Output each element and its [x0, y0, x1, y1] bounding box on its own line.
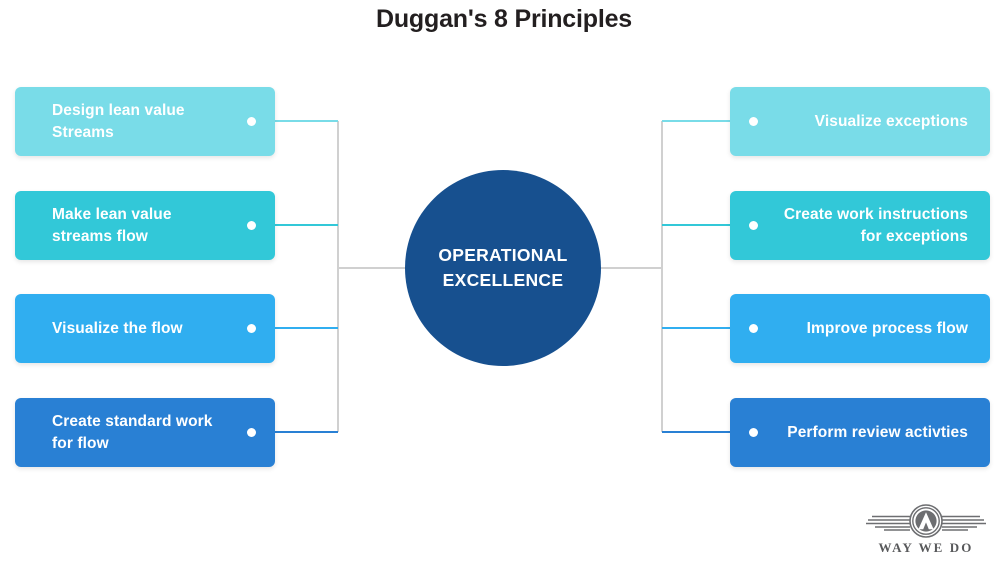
principle-box-left-1[interactable]: Design lean value Streams [15, 87, 275, 156]
connector-dot-icon [749, 428, 758, 437]
principle-label: Perform review activties [787, 423, 968, 441]
connector-dot-icon [749, 221, 758, 230]
principle-box-right-4[interactable]: Perform review activties [730, 398, 990, 467]
connector-dot-icon [749, 324, 758, 333]
brand-logo: WAY WE DO [862, 504, 990, 556]
connector-dot-icon [247, 428, 256, 437]
page-title: Duggan's 8 Principles [376, 5, 632, 33]
principle-box-left-3[interactable]: Visualize the flow [15, 294, 275, 363]
principle-label: Create work instructions for exceptions [783, 206, 968, 245]
principle-box-right-2[interactable]: Create work instructions for exceptions [730, 191, 990, 260]
connector-dot-icon [247, 324, 256, 333]
connector-dot-icon [247, 117, 256, 126]
principle-box-right-3[interactable]: Improve process flow [730, 294, 990, 363]
principle-label: Make lean value streams flow [52, 206, 172, 245]
principle-label: Visualize exceptions [814, 112, 968, 130]
principle-box-left-4[interactable]: Create standard work for flow [15, 398, 275, 467]
principle-box-right-1[interactable]: Visualize exceptions [730, 87, 990, 156]
connector-dot-icon [247, 221, 256, 230]
center-node-label: OPERATIONAL EXCELLENCE [428, 243, 578, 294]
logo-wordmark: WAY WE DO [878, 540, 974, 555]
center-node-label-line1: OPERATIONAL [438, 244, 568, 265]
center-node-label-line2: EXCELLENCE [442, 270, 564, 290]
principle-label: Improve process flow [806, 319, 968, 337]
principle-label: Design lean value Streams [52, 102, 185, 141]
center-node-operational-excellence[interactable]: OPERATIONAL EXCELLENCE [405, 170, 601, 366]
principle-label: Create standard work for flow [52, 413, 213, 452]
principle-label: Visualize the flow [52, 319, 183, 337]
principle-box-left-2[interactable]: Make lean value streams flow [15, 191, 275, 260]
connector-dot-icon [749, 117, 758, 126]
winged-circle-emblem-icon [866, 504, 986, 538]
